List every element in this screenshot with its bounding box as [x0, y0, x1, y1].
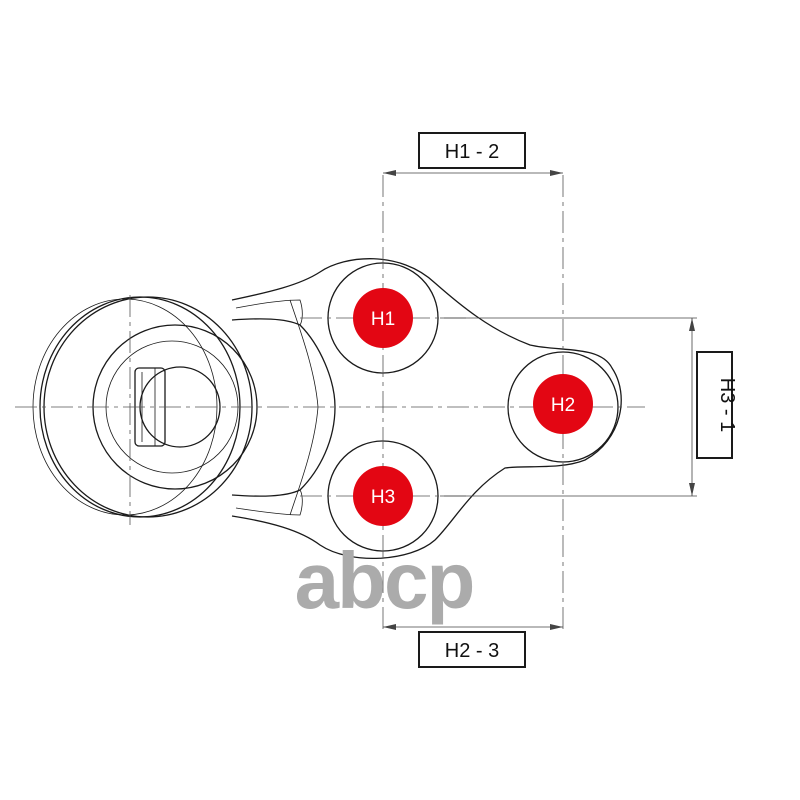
- dimension-label-right: H3 - 1: [696, 351, 738, 459]
- dimension-text-right: H3 - 1: [716, 378, 738, 432]
- dimension-lines: [383, 170, 697, 630]
- dimension-label-bottom: H2 - 3: [418, 631, 526, 668]
- watermark-logo: abcp: [295, 536, 474, 625]
- hole-marker-h1: H1: [353, 288, 413, 348]
- hole-marker-h3: H3: [353, 466, 413, 526]
- hole-label-h3: H3: [371, 487, 395, 508]
- dimension-label-top: H1 - 2: [418, 132, 526, 169]
- hole-label-h1: H1: [371, 309, 395, 330]
- hole-marker-h2: H2: [533, 374, 593, 434]
- dimension-text-bottom: H2 - 3: [445, 640, 499, 662]
- dimension-text-top: H1 - 2: [445, 141, 499, 163]
- hole-label-h2: H2: [551, 395, 575, 416]
